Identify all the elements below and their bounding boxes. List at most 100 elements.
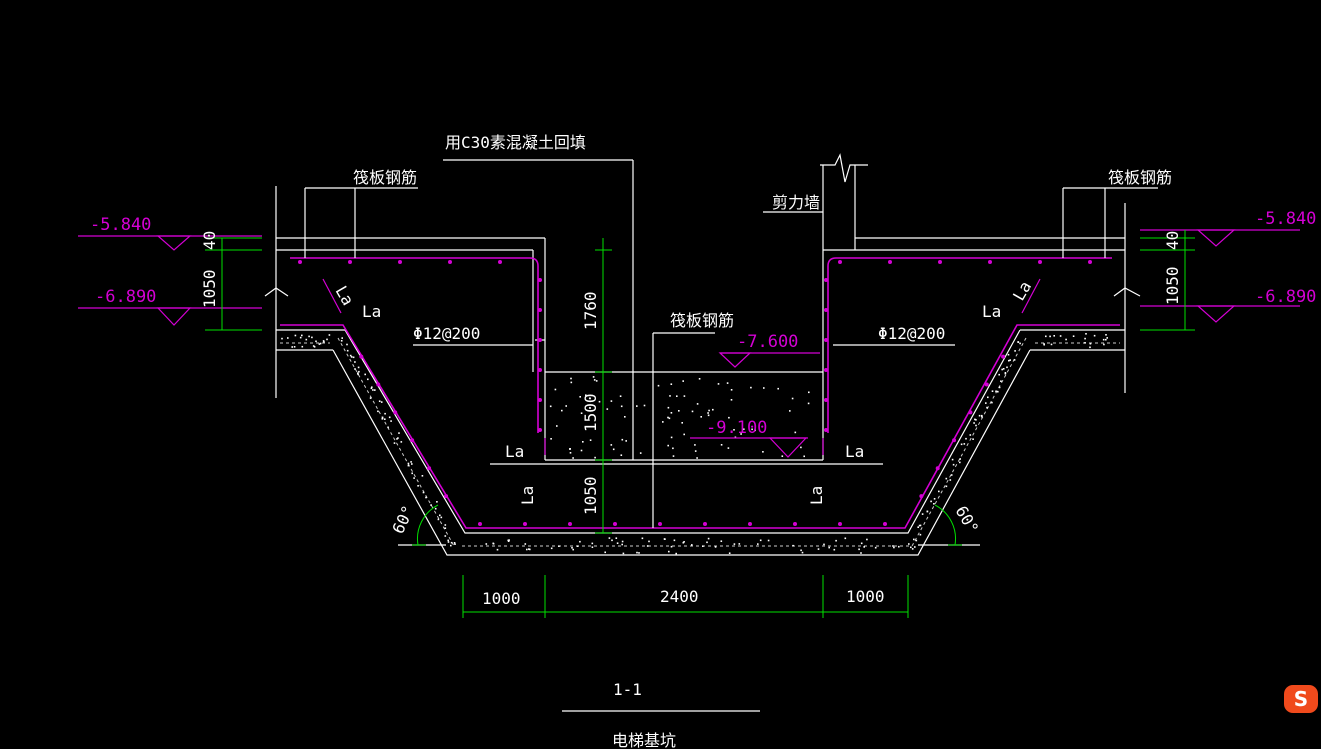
concrete-speck [1072, 335, 1075, 337]
concrete-speck [526, 548, 528, 551]
rebar-dots [298, 260, 1092, 526]
concrete-speck [682, 541, 685, 544]
concrete-speck [678, 410, 680, 412]
rebar-dot [448, 260, 452, 264]
concrete-speck [1053, 335, 1055, 337]
concrete-speck [565, 405, 567, 407]
rebar-dot [793, 522, 797, 526]
concrete-speck [636, 405, 638, 407]
concrete-speck [485, 543, 488, 545]
rebar-dot [984, 382, 989, 387]
concrete-speck [823, 543, 825, 546]
concrete-speck [294, 334, 297, 337]
concrete-speck [507, 539, 509, 542]
concrete-speck [683, 433, 685, 436]
concrete-speck [911, 548, 914, 550]
rebar-dot [938, 260, 942, 264]
concrete-speck [311, 336, 313, 339]
concrete-speck [592, 376, 595, 378]
logo-letter: S [1293, 687, 1309, 711]
concrete-speck [550, 438, 552, 440]
concrete-speck [384, 418, 386, 420]
concrete-speck [720, 444, 723, 446]
concrete-specks [281, 333, 1108, 555]
concrete-speck [908, 543, 910, 545]
concrete-speck [384, 412, 386, 415]
raft-rebar-left-label: 筏板钢筋 [353, 168, 417, 187]
concrete-speck [620, 405, 623, 408]
concrete-speck [945, 477, 948, 480]
angle-left: 60° [388, 502, 417, 536]
concrete-speck [959, 458, 961, 460]
concrete-speck [860, 542, 863, 545]
concrete-speck [378, 400, 381, 402]
concrete-speck [978, 414, 981, 417]
concrete-speck [1093, 334, 1096, 337]
rebar-dot [824, 278, 828, 282]
concrete-speck [1004, 372, 1007, 374]
concrete-speck [919, 524, 922, 527]
concrete-speck [594, 456, 596, 459]
concrete-speck [1019, 342, 1021, 345]
concrete-speck [319, 342, 322, 345]
concrete-speck [892, 545, 894, 547]
concrete-speck [387, 426, 389, 429]
anchorage-label: La [332, 283, 358, 309]
concrete-speck [374, 389, 376, 391]
concrete-speck [561, 409, 563, 412]
rebar-spec-left: Φ12@200 [413, 324, 480, 343]
concrete-speck [938, 490, 940, 493]
concrete-speck [569, 452, 572, 454]
concrete-speck [315, 340, 317, 343]
concrete-speck [608, 537, 611, 539]
concrete-speck [945, 485, 948, 488]
concrete-speck [1050, 343, 1053, 346]
dimension-1050-left: 1050 [200, 269, 219, 308]
elevation-bottom-left: -6.890 [95, 287, 156, 307]
rebar-dot [538, 368, 542, 372]
concrete-speck [1084, 342, 1086, 344]
concrete-speck [390, 420, 392, 422]
concrete-speck [762, 451, 764, 453]
rebar-dot [935, 466, 940, 471]
rebar-dot [1088, 260, 1092, 264]
rebar-dot [523, 522, 527, 526]
concrete-speck [670, 383, 673, 385]
concrete-speck [620, 454, 623, 456]
concrete-speck [1089, 342, 1092, 345]
concrete-speck [436, 501, 438, 503]
concrete-speck [610, 444, 613, 446]
rebar-dot [1001, 354, 1006, 359]
leader-lines [304, 159, 1158, 528]
concrete-speck [444, 524, 447, 526]
concrete-speck [714, 546, 717, 548]
concrete-speck [417, 485, 419, 487]
concrete-speck [507, 540, 510, 542]
rebar-dot [444, 494, 449, 499]
concrete-speck [670, 412, 673, 414]
concrete-speck [579, 396, 581, 398]
concrete-speck [570, 377, 572, 380]
concrete-speck [808, 391, 810, 394]
concrete-speck [357, 372, 359, 374]
concrete-speck [667, 444, 669, 447]
concrete-speck [893, 546, 895, 549]
rebar-dot [538, 308, 542, 312]
concrete-speck [694, 444, 696, 446]
concrete-speck [646, 545, 649, 547]
concrete-speck [1007, 353, 1010, 356]
concrete-speck [293, 346, 296, 348]
backfill-note: 用C30素混凝土回填 [445, 133, 586, 152]
concrete-speck [585, 394, 587, 396]
concrete-speck [794, 431, 797, 434]
concrete-speck [913, 538, 915, 541]
rebar-dot [919, 494, 924, 499]
concrete-speck [681, 422, 683, 424]
rebar-dot [968, 410, 973, 415]
concrete-speck [707, 412, 709, 414]
concrete-speck [367, 378, 369, 381]
dimension-1760: 1760 [581, 291, 600, 330]
concrete-speck [791, 397, 794, 400]
concrete-speck [398, 432, 400, 434]
concrete-speck [380, 401, 383, 403]
